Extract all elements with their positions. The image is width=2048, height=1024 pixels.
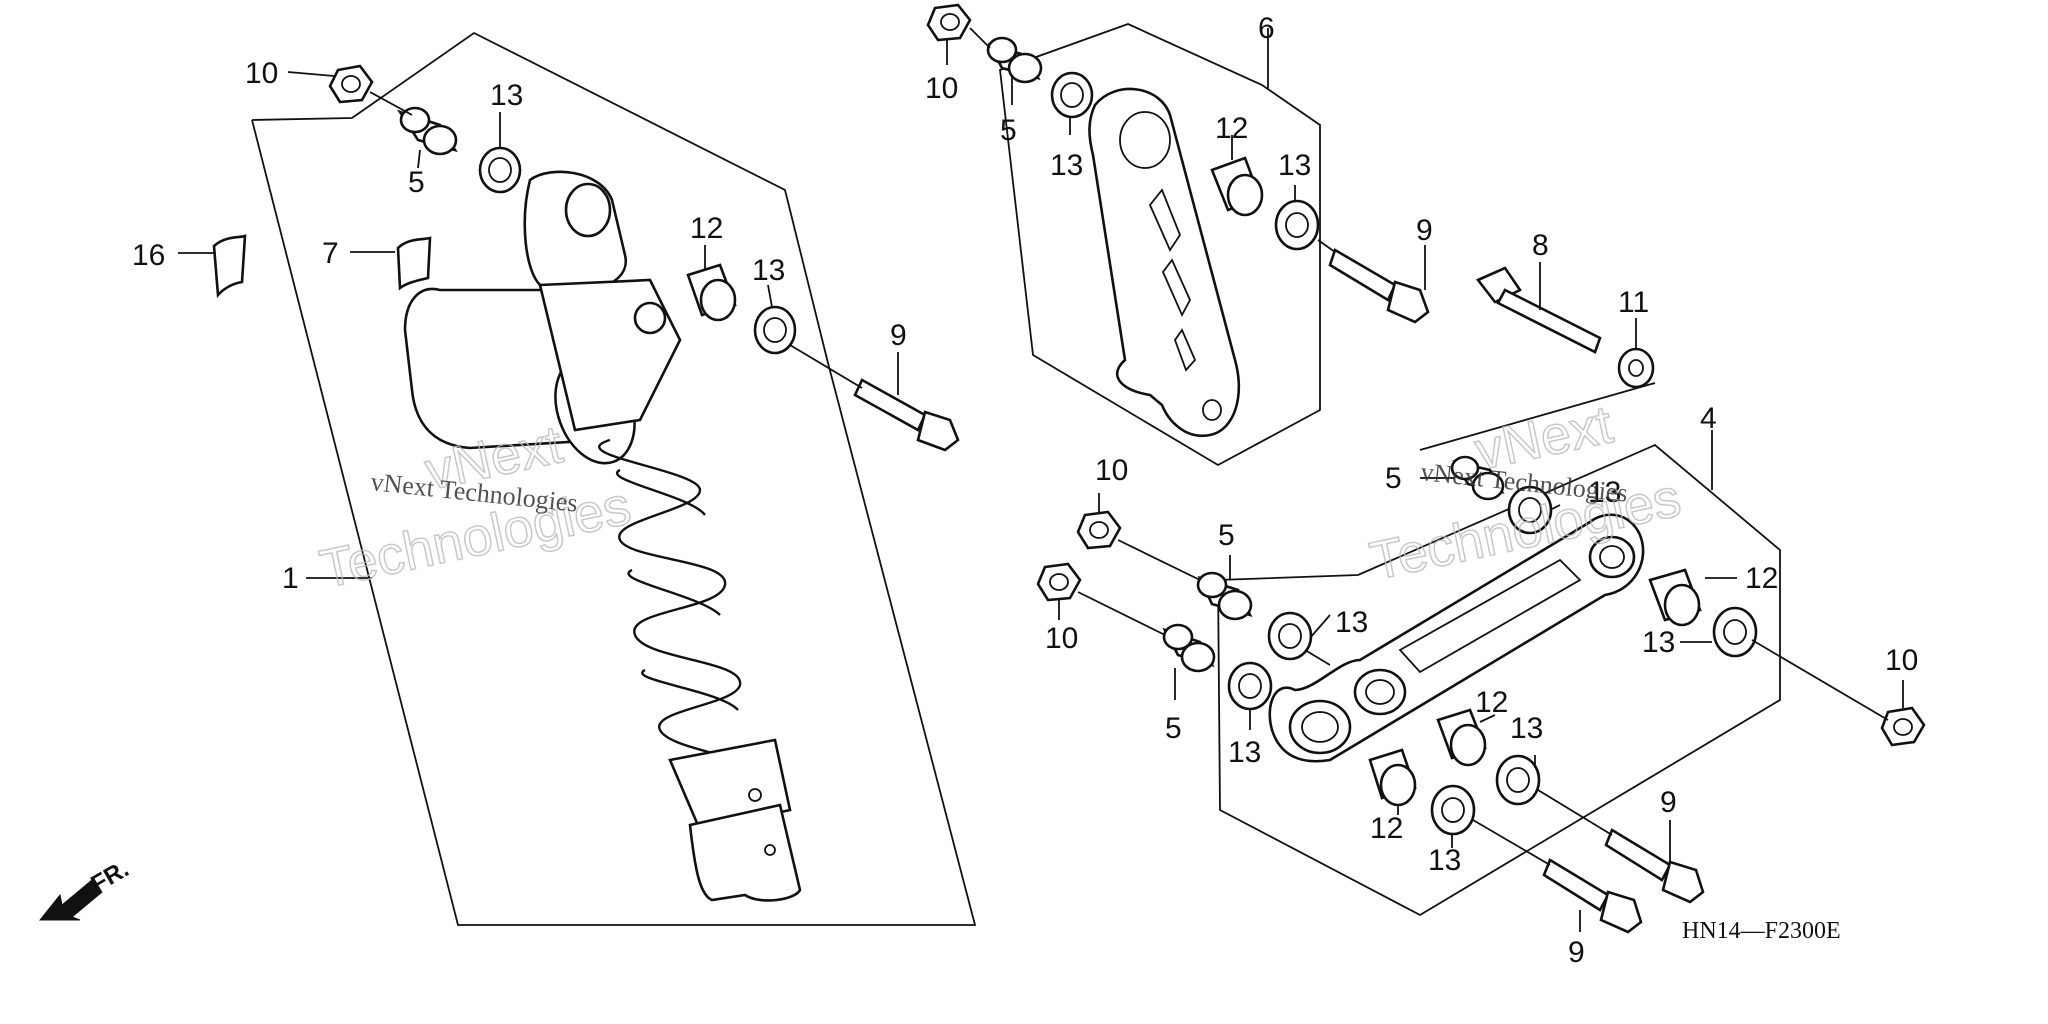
callout-13: 13 — [1050, 149, 1083, 182]
collar-5-arm-top[interactable] — [1450, 455, 1505, 501]
dust-seal-13-rod-mid[interactable] — [1274, 199, 1320, 251]
callout-5: 5 — [1218, 519, 1235, 552]
callout-10: 10 — [1045, 622, 1078, 655]
callout-12: 12 — [690, 212, 723, 245]
connecting-rod-group: 10 5 13 6 12 13 9 8 11 — [925, 3, 1655, 467]
callout-7: 7 — [322, 237, 339, 270]
callout-12: 12 — [1475, 686, 1508, 719]
callout-5: 5 — [1000, 114, 1017, 147]
callout-13: 13 — [490, 79, 523, 112]
needle-bearing-12-rod[interactable] — [1210, 156, 1264, 217]
collar-5-shock-top[interactable] — [396, 106, 458, 156]
callout-12: 12 — [1370, 812, 1403, 845]
cushion-connecting-rod-6[interactable] — [1088, 87, 1241, 438]
needle-bearing-12-arm-right[interactable] — [1648, 568, 1702, 627]
callout-13: 13 — [1510, 712, 1543, 745]
front-arrow-icon — [38, 879, 103, 921]
flange-nut-10-arm-upper[interactable] — [1076, 510, 1122, 550]
flange-nut-10-arm-lower[interactable] — [1036, 562, 1082, 602]
dust-seal-13-arm-bottom-left[interactable] — [1430, 784, 1476, 836]
callout-5: 5 — [408, 166, 425, 199]
label-sticker-7[interactable] — [396, 236, 432, 291]
callout-16: 16 — [132, 239, 165, 272]
arm-group-outline — [1217, 443, 1781, 917]
needle-bearing-12-arm-bottom-right[interactable] — [1436, 708, 1487, 767]
callout-13: 13 — [1278, 149, 1311, 182]
flange-nut-10-arm-right[interactable] — [1880, 706, 1926, 747]
rod-group-outline — [999, 23, 1321, 467]
cushion-arm-group: 10 10 5 5 13 13 5 13 4 12 13 10 12 13 12… — [1036, 382, 1926, 969]
callout-13: 13 — [1228, 736, 1261, 769]
callout-9: 9 — [1416, 214, 1433, 247]
collar-5-arm-lower[interactable] — [1162, 623, 1216, 673]
callout-5: 5 — [1165, 712, 1182, 745]
callout-9: 9 — [890, 319, 907, 352]
bolt-8[interactable] — [1475, 266, 1602, 354]
collar-5-rod-top[interactable] — [986, 36, 1043, 84]
callout-9: 9 — [1660, 786, 1677, 819]
callout-10: 10 — [245, 57, 278, 90]
callout-5: 5 — [1385, 462, 1402, 495]
callout-10: 10 — [1095, 454, 1128, 487]
callout-10: 10 — [1885, 644, 1918, 677]
callout-8: 8 — [1532, 229, 1549, 262]
callout-9: 9 — [1568, 936, 1585, 969]
callout-13: 13 — [1428, 844, 1461, 877]
callout-6: 6 — [1258, 12, 1275, 45]
callout-10: 10 — [925, 72, 958, 105]
cushion-arm-4[interactable] — [1268, 513, 1645, 763]
dust-seal-13-shock-bottom[interactable] — [753, 305, 797, 355]
dust-seal-13-shock-top[interactable] — [478, 146, 522, 194]
dust-seal-13-arm-right[interactable] — [1712, 606, 1758, 658]
callout-13: 13 — [1335, 606, 1368, 639]
callout-11: 11 — [1618, 286, 1649, 319]
label-sticker-16[interactable] — [212, 234, 247, 299]
callout-13: 13 — [752, 254, 785, 287]
dust-seal-13-arm-lower-left[interactable] — [1227, 661, 1273, 711]
flange-nut-10-top-center[interactable] — [926, 3, 972, 42]
dust-seal-13-arm-bottom-right[interactable] — [1495, 754, 1541, 806]
flange-bolt-9-shock[interactable] — [853, 378, 960, 452]
callout-4: 4 — [1700, 402, 1717, 435]
washer-nut-11[interactable] — [1617, 347, 1655, 389]
needle-bearing-12-arm-bottom-left[interactable] — [1368, 748, 1417, 807]
flange-bolt-9-rod[interactable] — [1328, 248, 1430, 324]
collar-5-arm-upper[interactable] — [1196, 571, 1253, 621]
flange-bolt-9-arm-left[interactable] — [1542, 858, 1643, 934]
dust-seal-13-rod-top[interactable] — [1050, 71, 1094, 119]
callout-1: 1 — [282, 562, 299, 595]
shock-absorber-group: 10 5 13 16 7 12 13 9 1 — [132, 31, 977, 926]
flange-bolt-9-arm-right[interactable] — [1604, 828, 1705, 904]
front-direction-indicator: FR. — [38, 855, 133, 921]
diagram-code: HN14—F2300E — [1682, 918, 1841, 944]
needle-bearing-12-shock[interactable] — [686, 263, 737, 322]
rear-shock-absorber[interactable] — [403, 170, 802, 902]
flange-nut-10-top-left[interactable] — [328, 64, 374, 104]
dust-seal-13-arm-upper-left[interactable] — [1267, 611, 1313, 661]
callout-13: 13 — [1642, 626, 1675, 659]
shock-group-outline — [251, 31, 977, 926]
callout-12: 12 — [1745, 562, 1778, 595]
callout-13: 13 — [1588, 476, 1621, 509]
callout-12: 12 — [1215, 112, 1248, 145]
